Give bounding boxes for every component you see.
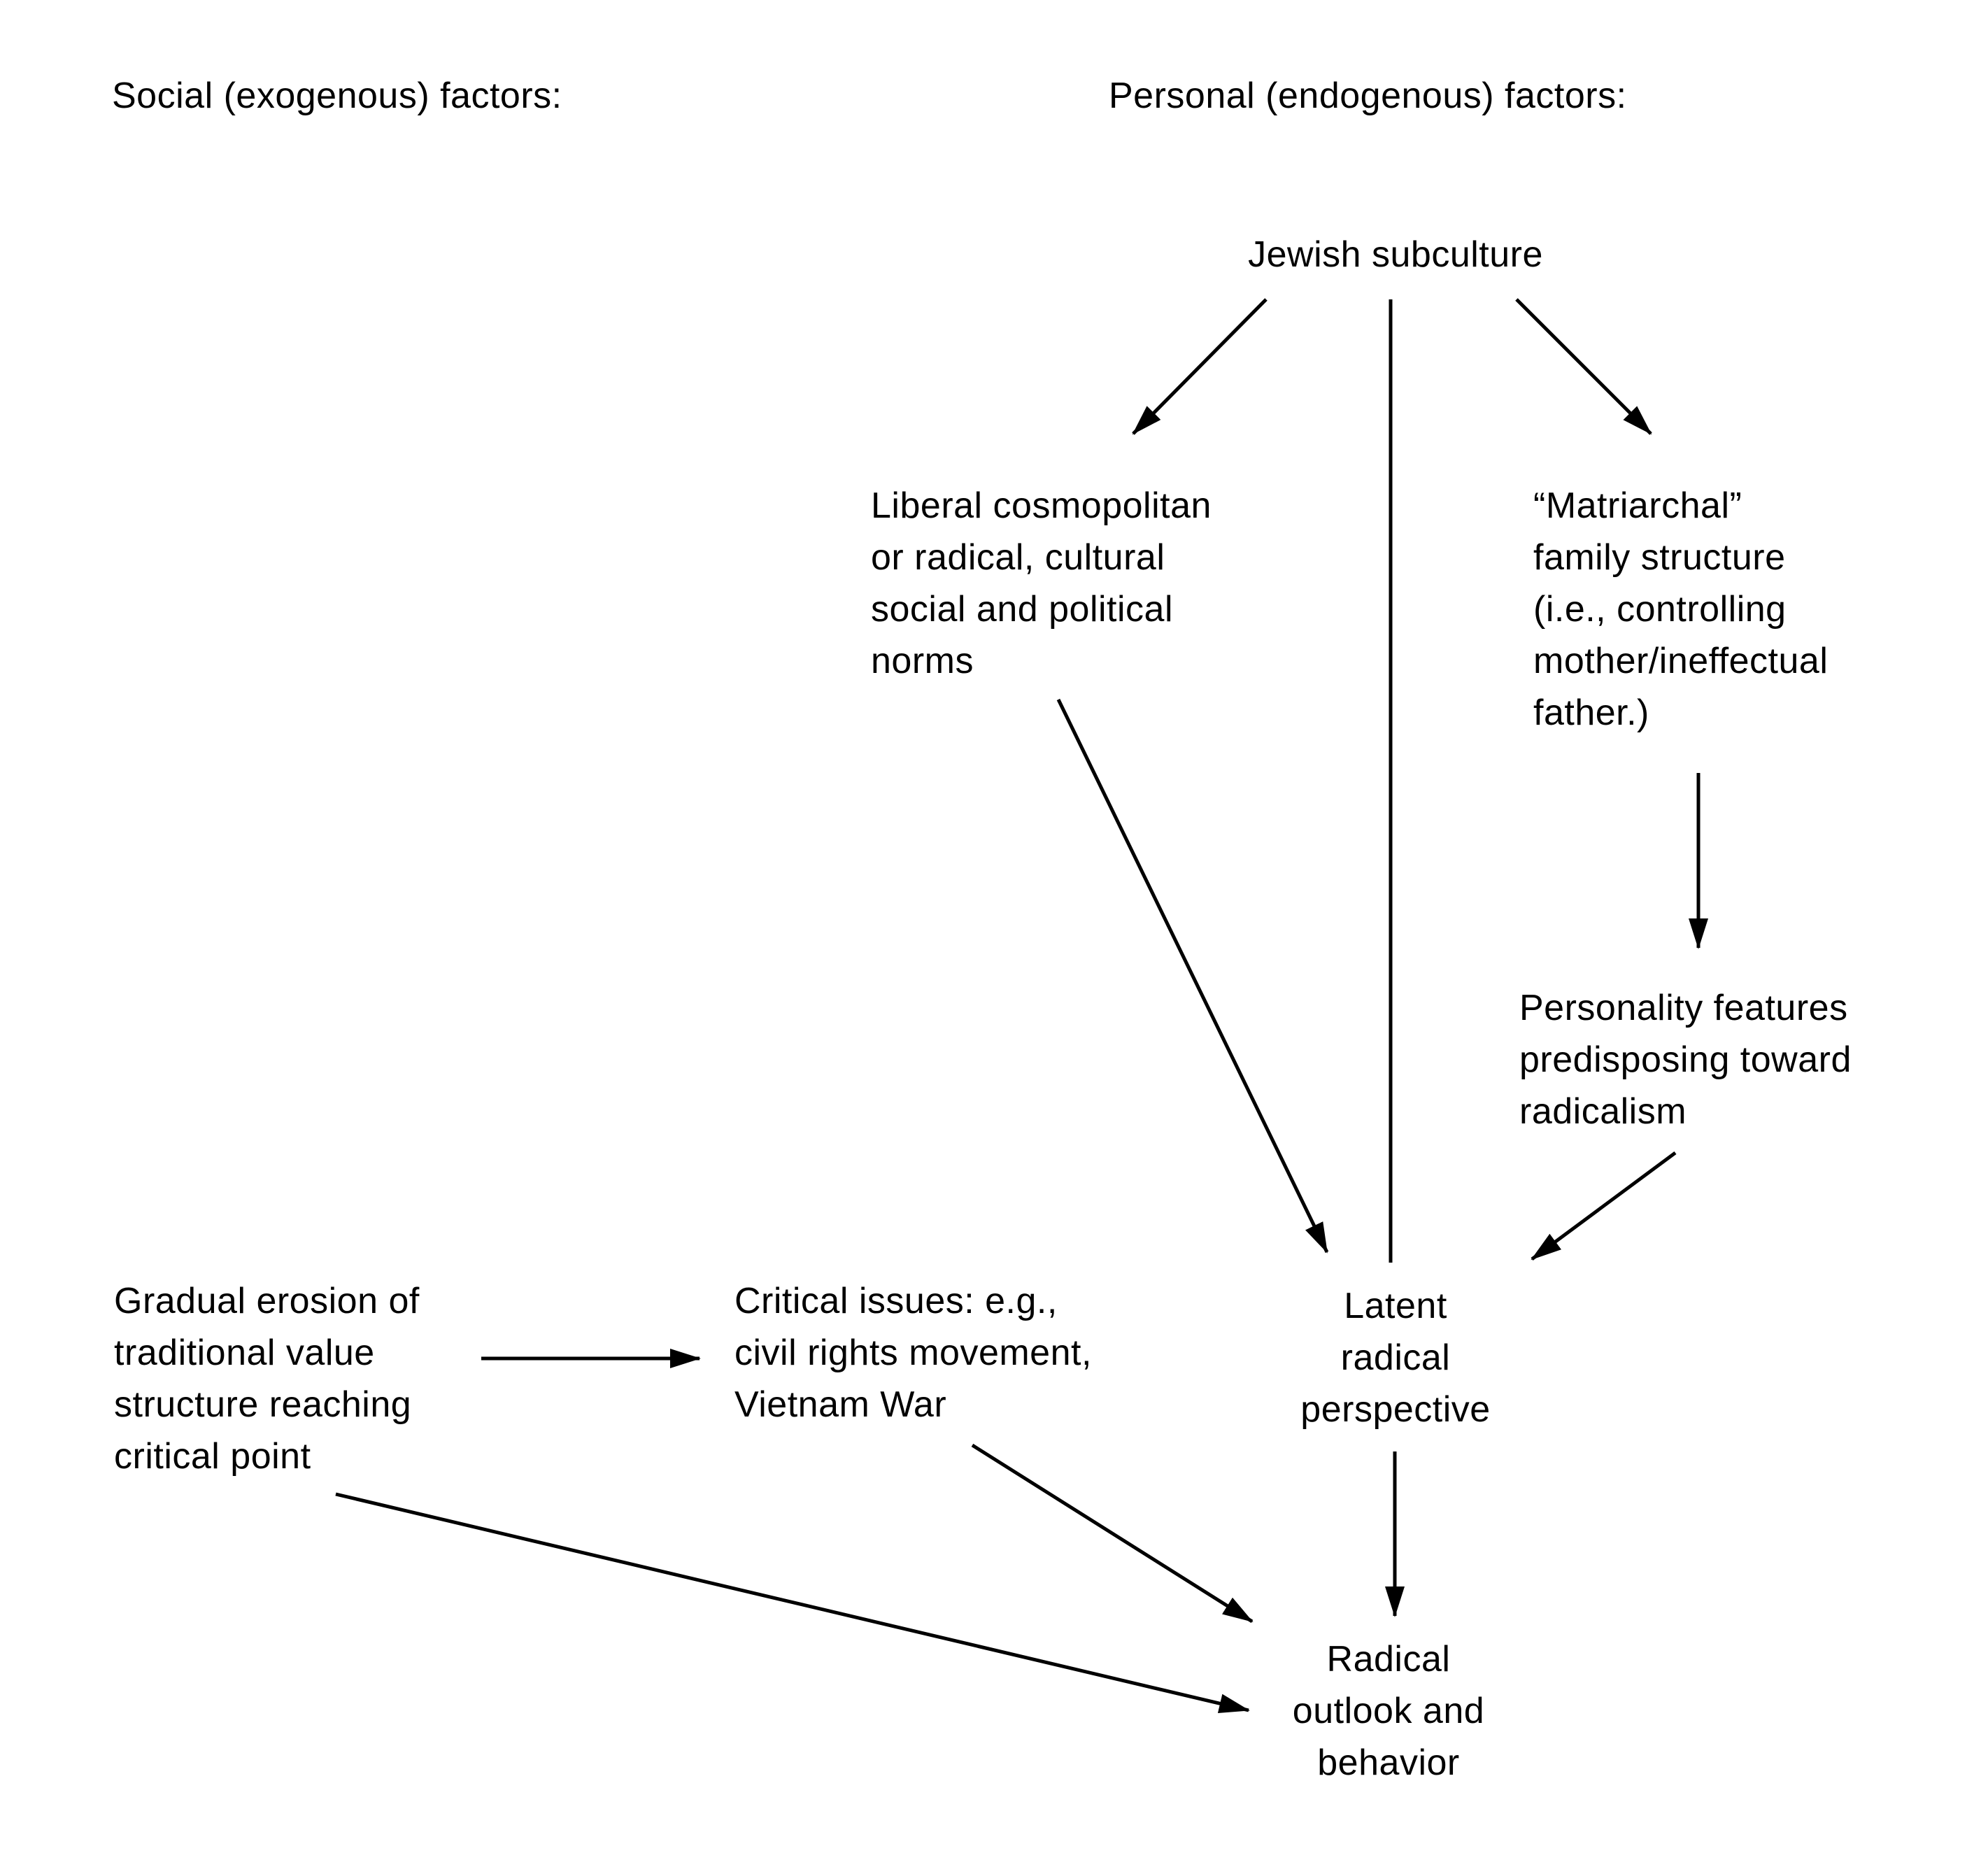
node-latent-perspective: Latent radical perspective — [1300, 1286, 1491, 1430]
edge-liberal-to-latent — [1056, 698, 1329, 1254]
edge-jewish-to-liberal — [1132, 298, 1268, 435]
edge-personality-to-latent — [1531, 1151, 1677, 1261]
node-liberal-norms: Liberal cosmopolitan or radical, cultura… — [871, 485, 1212, 681]
social-factors-heading: Social (exogenous) factors: — [112, 76, 562, 116]
personal-factors-heading: Personal (endogenous) factors: — [1109, 76, 1627, 116]
node-matriarchal-family: “Matriarchal” family structure (i.e., co… — [1533, 485, 1829, 733]
node-jewish-subculture: Jewish subculture — [1248, 234, 1543, 275]
node-personality-features: Personality features predisposing toward… — [1519, 988, 1852, 1132]
edge-jewish-to-matriarchal — [1515, 298, 1652, 435]
edge-erosion-to-outlook — [335, 1492, 1250, 1713]
node-gradual-erosion: Gradual erosion of traditional value str… — [114, 1281, 420, 1477]
node-critical-issues: Critical issues: e.g., civil rights move… — [734, 1281, 1092, 1425]
node-radical-outlook: Radical outlook and behavior — [1292, 1639, 1485, 1783]
edge-critical-to-outlook — [971, 1443, 1254, 1624]
